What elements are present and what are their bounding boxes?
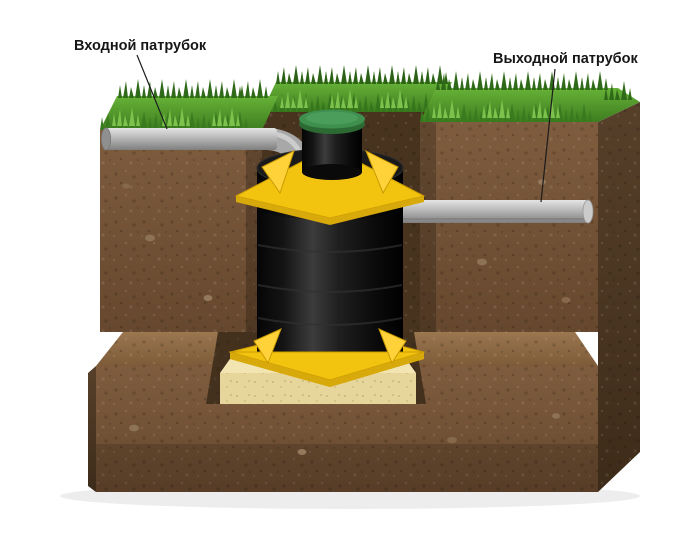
inlet-pipe-end-cap — [101, 127, 112, 151]
tank-lid — [299, 109, 365, 134]
top-gusset-right — [365, 149, 399, 195]
soil-block-right — [420, 71, 640, 492]
outlet-pipe-end-cap — [582, 199, 594, 224]
soil-block-left — [100, 79, 278, 332]
outlet-pipe — [398, 199, 594, 224]
inlet-label: Входной патрубок — [74, 38, 207, 54]
bottom-gusset-right — [378, 328, 407, 365]
bottom-gusset-left — [253, 328, 282, 365]
top-gusset-left — [261, 150, 295, 195]
grass-back-strip — [262, 65, 452, 112]
top-anchor-plate — [234, 146, 426, 225]
leader-line-outlet — [540, 68, 556, 203]
outlet-label: Выходной патрубок — [493, 51, 638, 67]
leader-line-inlet — [136, 54, 168, 130]
bottom-anchor-plate-front — [229, 328, 425, 387]
